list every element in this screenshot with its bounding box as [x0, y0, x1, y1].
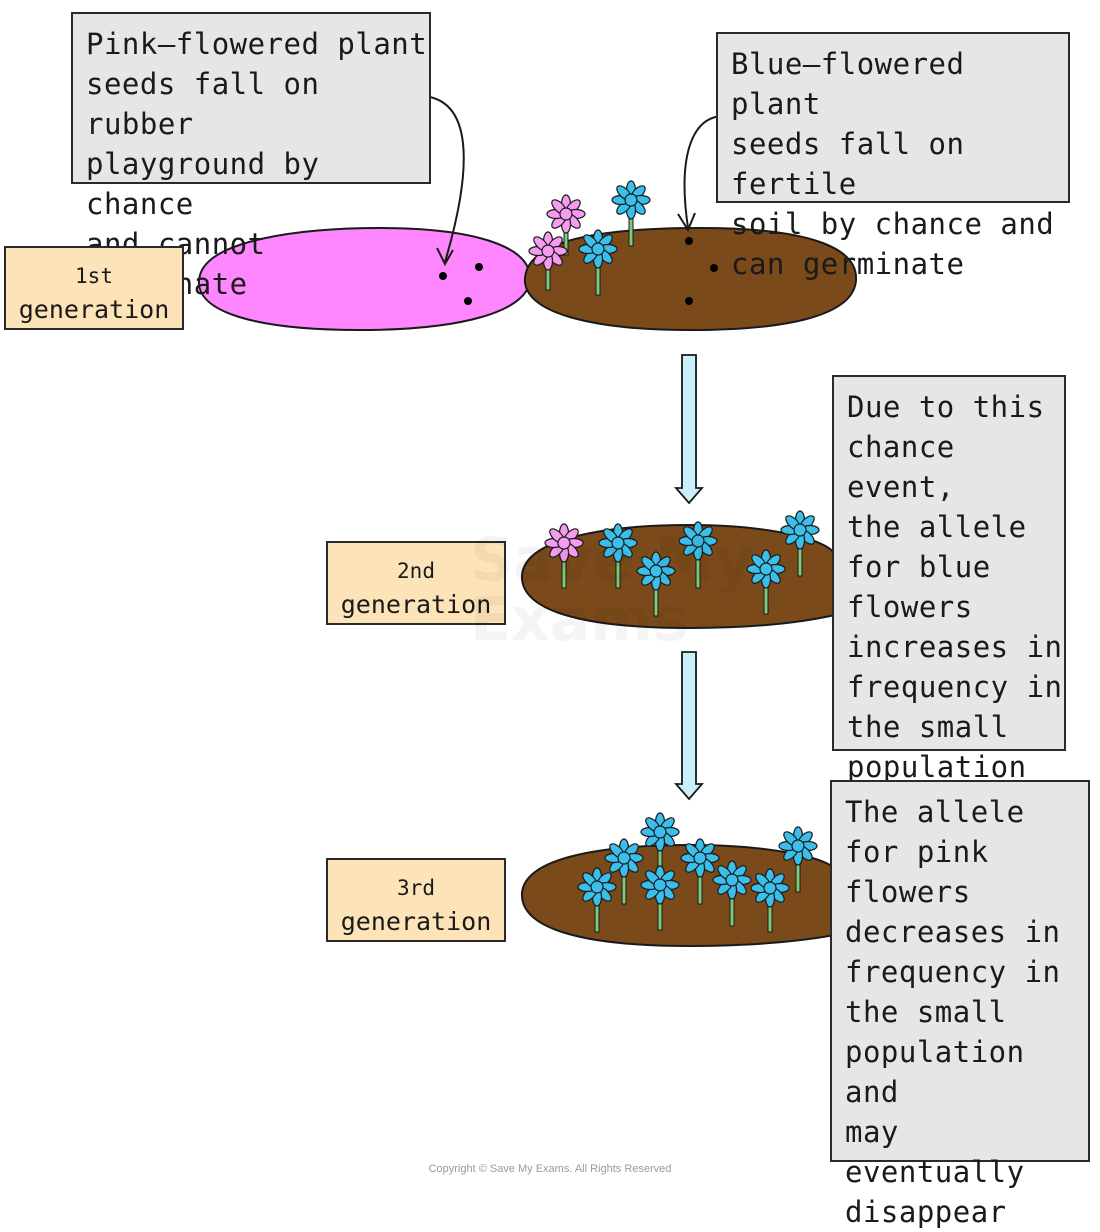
pink-flower [528, 231, 568, 291]
blue-flower [680, 838, 720, 905]
generation-number: 1st [75, 264, 113, 288]
pink-flower [544, 523, 584, 589]
callout-pink-decrease: The allele for pink flowers decreases in… [830, 780, 1090, 1229]
blue-flower [611, 180, 651, 247]
blue-flower [778, 826, 818, 893]
diagram-canvas [197, 91, 858, 948]
generation-label-3: 3rd generation [326, 858, 506, 942]
blue-flower [577, 867, 617, 933]
seeds-on-playground [439, 263, 483, 305]
callout-blue-seeds: Blue–flowered plant seeds fall on fertil… [716, 32, 1070, 281]
callout-blue-increase: Due to this chance event, the allele for… [832, 375, 1066, 784]
watermark: Save My Exams [470, 530, 753, 650]
blue-flower [678, 521, 718, 589]
generation-number: 3rd [397, 876, 435, 900]
pointer-pink-seeds [422, 95, 465, 263]
blue-flower [712, 860, 752, 927]
blue-flower [780, 510, 820, 577]
seeds-on-soil [685, 237, 718, 305]
blue-flower [636, 551, 676, 617]
generation-text: generation [18, 295, 170, 324]
blue-flower [640, 812, 680, 881]
pink-flower [546, 194, 586, 256]
generation-label-1: 1st generation [4, 246, 184, 330]
flowers-layer [528, 180, 820, 933]
generation-text: generation [340, 907, 492, 936]
blue-flower [746, 549, 786, 615]
arrow-gen1-to-gen2 [674, 354, 704, 505]
blue-flower [598, 523, 638, 589]
arrow-gen2-to-gen3 [674, 651, 704, 801]
copyright-notice: Copyright © Save My Exams. All Rights Re… [428, 1163, 672, 1175]
generation-label-2: 2nd generation [326, 541, 506, 625]
blue-flower [750, 868, 790, 933]
generation-text: generation [340, 590, 492, 619]
callout-pink-seeds: Pink–flowered plant seeds fall on rubber… [71, 12, 431, 301]
blue-flower [578, 229, 618, 296]
blue-flower [604, 838, 644, 905]
pointer-blue-seeds [683, 115, 723, 229]
generation-number: 2nd [397, 559, 435, 583]
blue-flower [640, 865, 680, 931]
